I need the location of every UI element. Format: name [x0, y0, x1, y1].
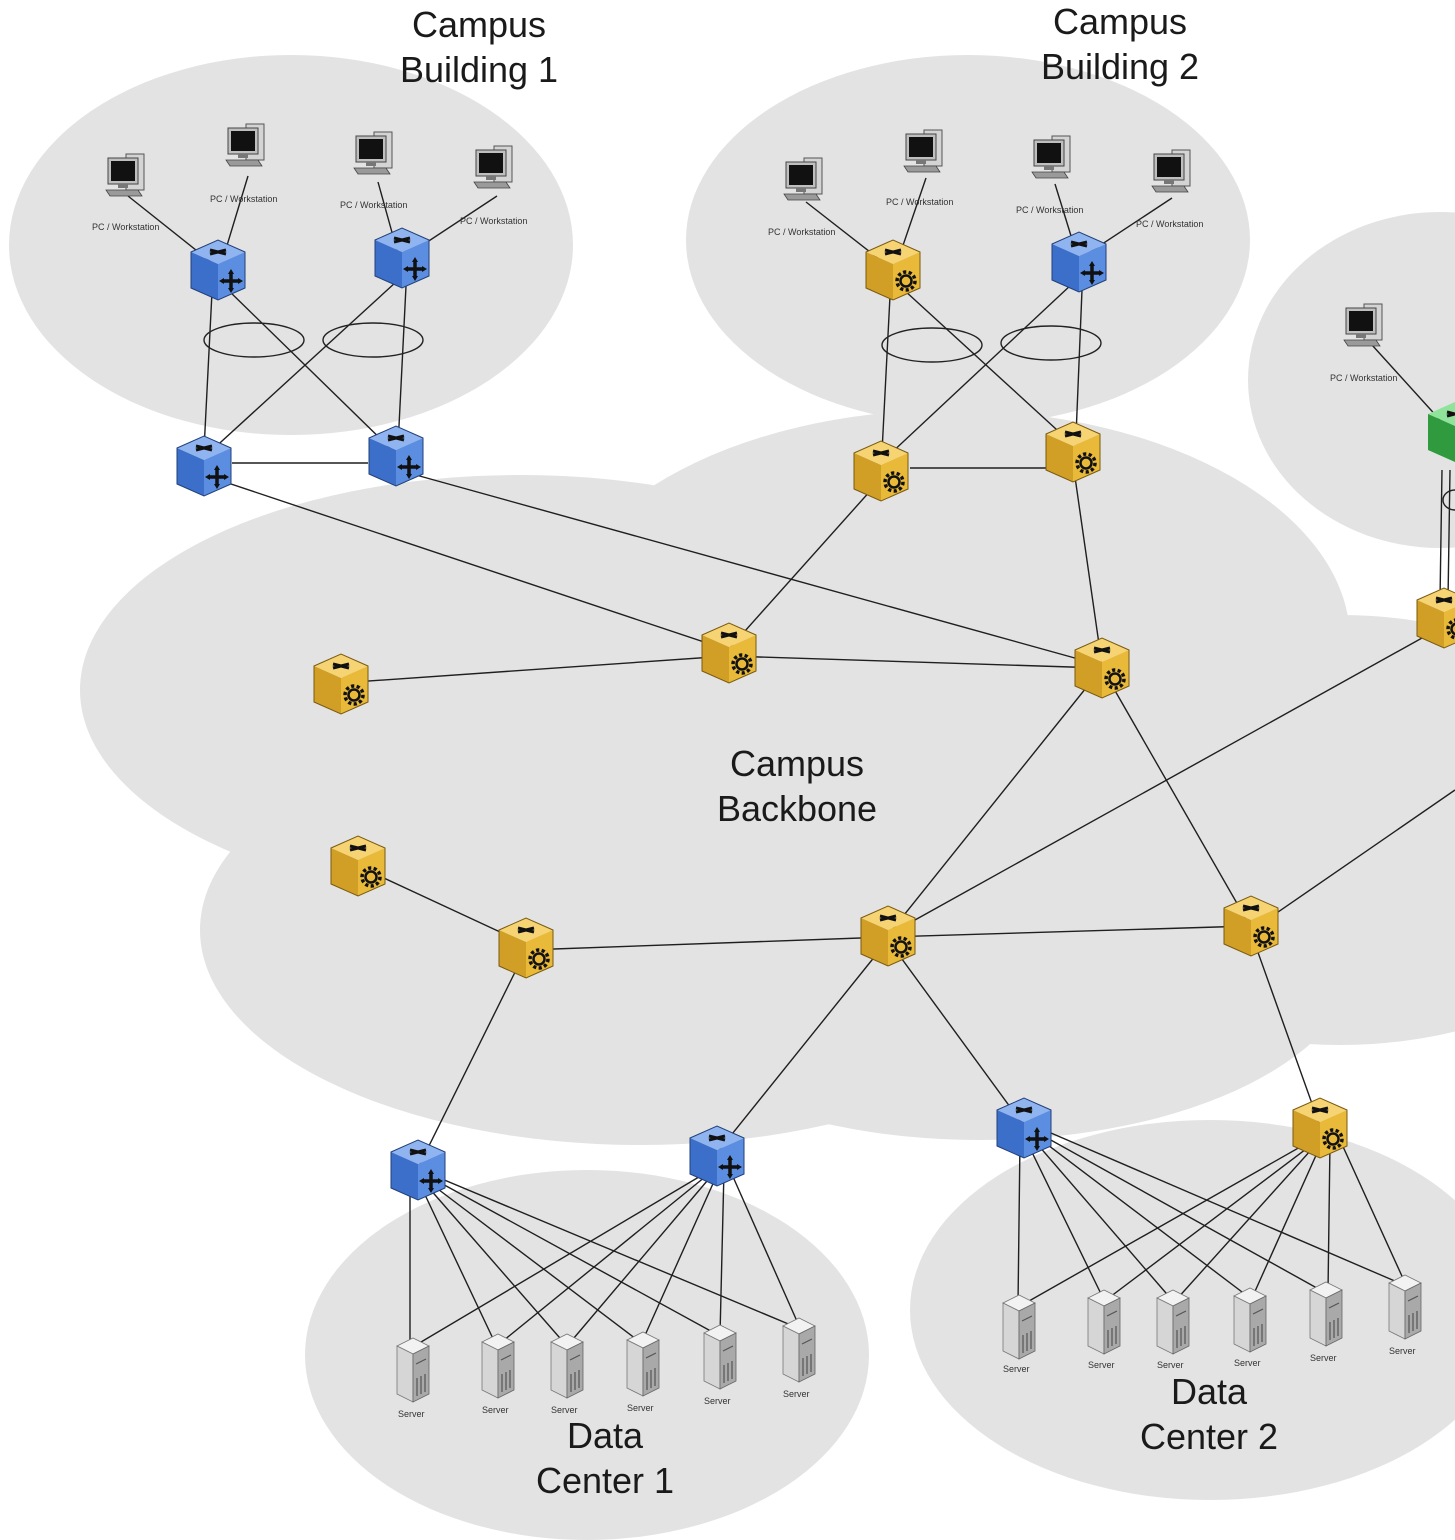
l3-router-switch-yellow-icon[interactable]	[864, 238, 922, 302]
campus-building-1-label-line1: Campus	[412, 4, 546, 45]
l2-switch-blue-icon[interactable]	[367, 424, 425, 488]
cloud-data-center-1	[305, 1170, 869, 1540]
l2-switch-blue-icon[interactable]	[1050, 230, 1108, 294]
pc-label: PC / Workstation	[768, 227, 835, 237]
server-tower-icon	[626, 1331, 660, 1397]
l2-switch-blue-icon[interactable]	[389, 1138, 447, 1202]
pc-workstation-icon	[353, 131, 393, 175]
data-center-2-label-line1: Data	[1171, 1371, 1248, 1412]
l3-router-switch-yellow-icon[interactable]	[1415, 586, 1455, 650]
server-tower-icon	[703, 1324, 737, 1390]
l3-router-switch-yellow-icon[interactable]	[859, 904, 917, 968]
pc-label: PC / Workstation	[460, 216, 527, 226]
pc-workstation-icon	[473, 145, 513, 189]
pc-workstation-icon	[1031, 135, 1071, 179]
pc-label: PC / Workstation	[886, 197, 953, 207]
server-tower-icon	[1309, 1281, 1343, 1347]
pc-workstation-icon	[1151, 149, 1191, 193]
pc-labels: PC / Workstation PC / Workstation PC / W…	[92, 194, 1397, 383]
server-tower-icon	[782, 1317, 816, 1383]
pc-workstation-icon	[1343, 303, 1383, 347]
pc-workstation-icon	[105, 153, 145, 197]
campus-backbone-label-line1: Campus	[730, 743, 864, 784]
l3-router-switch-yellow-icon[interactable]	[1291, 1096, 1349, 1160]
pc-label: PC / Workstation	[210, 194, 277, 204]
server-label: Server	[783, 1389, 810, 1399]
cloud-campus-building-1	[9, 55, 573, 435]
server-label: Server	[1003, 1364, 1030, 1374]
server-tower-icon	[1233, 1287, 1267, 1353]
link-aggregation-rings	[203, 322, 1455, 511]
network-links	[127, 175, 1455, 1346]
pc-workstation-icon	[783, 157, 823, 201]
l3-router-switch-yellow-icon[interactable]	[700, 621, 758, 685]
l2-switch-blue-icon[interactable]	[688, 1124, 746, 1188]
cloud-campus-backbone	[80, 410, 1455, 1145]
pc-workstation-icon	[225, 123, 265, 167]
pc-label: PC / Workstation	[1330, 373, 1397, 383]
pc-workstation-icon	[903, 129, 943, 173]
l2-switch-blue-icon[interactable]	[175, 434, 233, 498]
data-center-2-label-line2: Center 2	[1140, 1416, 1278, 1457]
server-label: Server	[398, 1409, 425, 1419]
server-label: Server	[482, 1405, 509, 1415]
cloud-campus-building-2	[686, 55, 1250, 425]
l3-router-switch-yellow-icon[interactable]	[1222, 894, 1280, 958]
campus-building-2-label-line2: Building 2	[1041, 46, 1199, 87]
campus-building-1-label-line2: Building 1	[400, 49, 558, 90]
server-label: Server	[1389, 1346, 1416, 1356]
pc-label: PC / Workstation	[340, 200, 407, 210]
server-tower-icon	[1388, 1274, 1422, 1340]
l2-switch-blue-icon[interactable]	[995, 1096, 1053, 1160]
campus-backbone-label-line2: Backbone	[717, 788, 877, 829]
cloud-shapes	[9, 55, 1455, 1540]
server-tower-icon	[550, 1333, 584, 1399]
campus-building-2-label-line1: Campus	[1053, 1, 1187, 42]
server-label: Server	[1234, 1358, 1261, 1368]
l3-router-switch-yellow-icon[interactable]	[1044, 420, 1102, 484]
server-labels: Server Server Server Server Server Serve…	[398, 1346, 1416, 1419]
l3-router-switch-yellow-icon[interactable]	[1073, 636, 1131, 700]
pc-label: PC / Workstation	[1136, 219, 1203, 229]
l2-switch-blue-icon[interactable]	[189, 238, 247, 302]
l2-switch-blue-icon[interactable]	[373, 226, 431, 290]
server-tower-icon	[481, 1333, 515, 1399]
l3-router-switch-yellow-icon[interactable]	[497, 916, 555, 980]
cloud-campus-building-3	[1248, 212, 1455, 548]
pc-label: PC / Workstation	[1016, 205, 1083, 215]
l3-router-switch-yellow-icon[interactable]	[852, 439, 910, 503]
pc-label: PC / Workstation	[92, 222, 159, 232]
server-tower-icon	[1156, 1289, 1190, 1355]
server-label: Server	[1310, 1353, 1337, 1363]
server-label: Server	[704, 1396, 731, 1406]
server-label: Server	[627, 1403, 654, 1413]
l3-router-switch-yellow-icon[interactable]	[312, 652, 370, 716]
server-tower-icon	[1087, 1289, 1121, 1355]
server-label: Server	[551, 1405, 578, 1415]
data-center-1-label-line1: Data	[567, 1415, 644, 1456]
server-label: Server	[1157, 1360, 1184, 1370]
server-label: Server	[1088, 1360, 1115, 1370]
data-center-1-label-line2: Center 1	[536, 1460, 674, 1501]
l3-router-switch-yellow-icon[interactable]	[329, 834, 387, 898]
server-tower-icon	[396, 1337, 430, 1403]
server-tower-icon	[1002, 1294, 1036, 1360]
